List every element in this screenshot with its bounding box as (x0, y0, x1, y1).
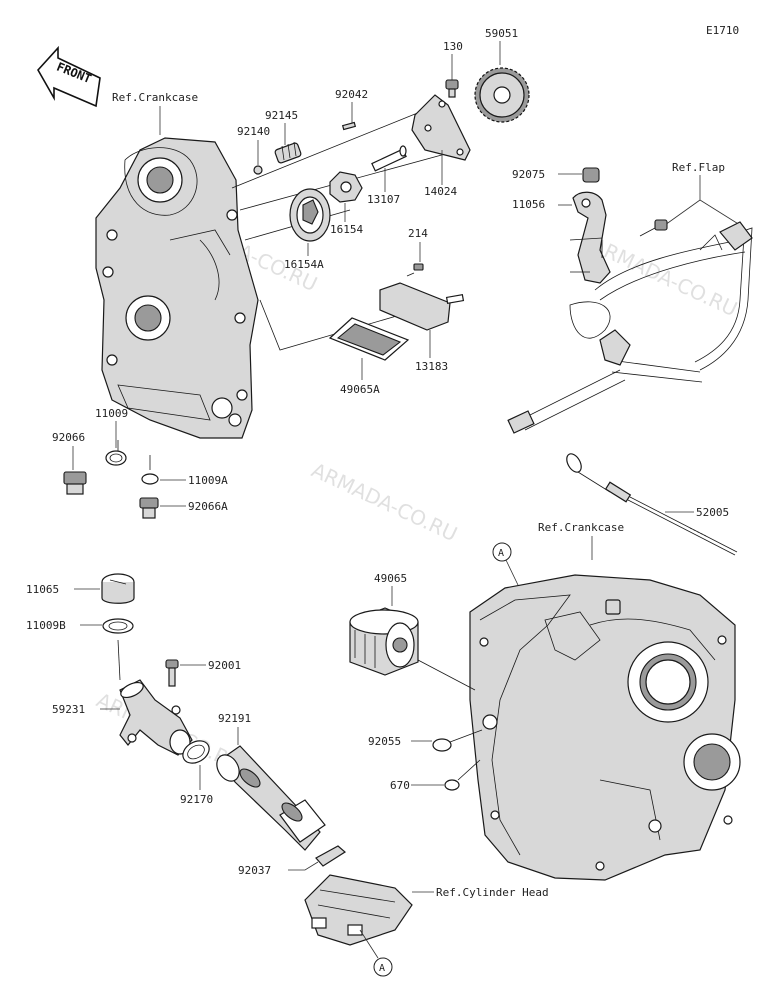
part-14024-pump-cover (411, 94, 471, 161)
part-92042-pin (341, 121, 357, 131)
label-13183: 13183 (415, 360, 448, 373)
label-59051: 59051 (485, 27, 518, 40)
part-59051-gear (474, 67, 530, 123)
label-11056: 11056 (512, 198, 545, 211)
diagram-code: E1710 (706, 24, 739, 37)
part-49065-oil-filter (349, 607, 419, 676)
label-59231: 59231 (52, 703, 85, 716)
part-130-bolt (445, 79, 459, 98)
ref-flap: Ref.Flap (672, 161, 725, 174)
part-92055-o-ring (432, 738, 452, 752)
label-670: 670 (390, 779, 410, 792)
part-52005-dipstick (566, 453, 738, 556)
label-52005: 52005 (696, 506, 729, 519)
label-130: 130 (443, 40, 463, 53)
part-49065A-strainer (328, 317, 410, 361)
watermark-3: ARMADA-CO.RU (308, 458, 461, 546)
watermark-2: ARMADA-CO.RU (588, 233, 741, 321)
label-49065A: 49065A (340, 383, 380, 396)
part-92001-bolt (165, 659, 179, 687)
part-92145-spring (274, 141, 302, 164)
label-11009B: 11009B (26, 619, 66, 632)
label-92037: 92037 (238, 864, 271, 877)
crankcase-cover-left (95, 137, 259, 439)
part-hose-clamp-upper (239, 768, 261, 788)
label-16154: 16154 (330, 223, 363, 236)
label-92145: 92145 (265, 109, 298, 122)
ref-crankcase-bottom: Ref.Crankcase (538, 521, 624, 534)
part-92037-clip (315, 845, 347, 867)
part-11009-washer (105, 450, 127, 466)
callout-a-top-letter: A (498, 548, 504, 559)
label-92055: 92055 (368, 735, 401, 748)
label-214: 214 (408, 227, 428, 240)
part-11065-cap (101, 573, 135, 604)
part-hose-clamp-lower (281, 802, 303, 822)
part-16154-inner-rotor (329, 171, 363, 203)
guide-lines-flap (569, 237, 603, 273)
part-13183-plate (379, 282, 465, 331)
callout-a-bottom: A (359, 929, 393, 977)
part-214-screw (406, 263, 424, 277)
ref-crankcase-top: Ref.Crankcase (112, 91, 198, 104)
part-11056-bracket (572, 191, 611, 284)
label-92140: 92140 (237, 125, 270, 138)
part-92191-hose (216, 745, 326, 851)
part-flap-bolt (639, 219, 668, 237)
label-16154A: 16154A (284, 258, 324, 271)
part-59231-filler-neck (119, 679, 193, 756)
label-11065: 11065 (26, 583, 59, 596)
label-11009: 11009 (95, 407, 128, 420)
part-11009A-washer (141, 473, 159, 485)
callout-a-bottom-letter: A (379, 963, 385, 974)
crankcase-main (469, 574, 741, 881)
part-92170-clamp (182, 740, 210, 764)
label-92066: 92066 (52, 431, 85, 444)
part-92140-ball (253, 165, 263, 175)
label-92170: 92170 (180, 793, 213, 806)
label-49065: 49065 (374, 572, 407, 585)
ref-cylinder-head: Ref.Cylinder Head (436, 886, 549, 899)
flap-assembly (507, 221, 753, 434)
label-92042: 92042 (335, 88, 368, 101)
label-14024: 14024 (424, 185, 457, 198)
part-16154A-outer-rotor (289, 188, 331, 242)
part-670-o-ring (444, 779, 460, 791)
label-13107: 13107 (367, 193, 400, 206)
part-92066A-plug (139, 497, 159, 519)
part-92066-plug (63, 471, 87, 495)
cylinder-head-part (304, 874, 413, 946)
label-92066A: 92066A (188, 500, 228, 513)
callout-a-top: A (492, 542, 519, 586)
part-11009B-gasket (102, 618, 134, 634)
label-92075: 92075 (512, 168, 545, 181)
part-13107-shaft (371, 145, 407, 172)
label-92191: 92191 (218, 712, 251, 725)
part-92075-grommet (582, 167, 600, 183)
label-92001: 92001 (208, 659, 241, 672)
label-11009A: 11009A (188, 474, 228, 487)
front-arrow-icon: FRONT (37, 45, 101, 108)
